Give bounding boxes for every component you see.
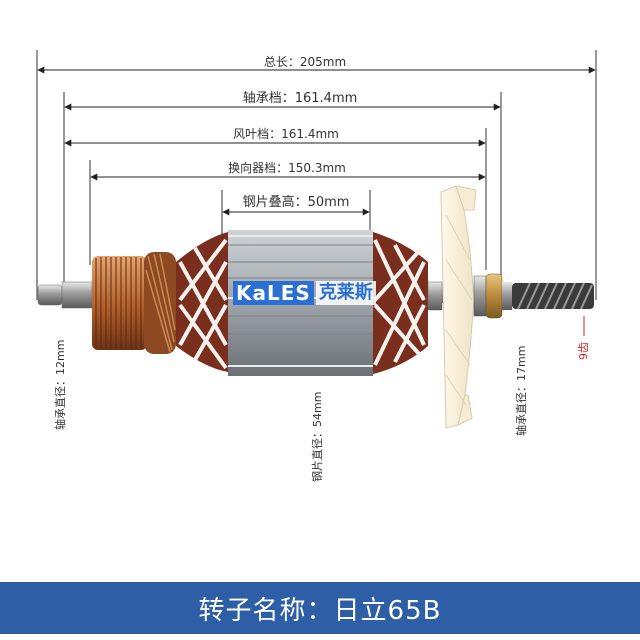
brand-logo: KaLES 克莱斯: [233, 281, 376, 305]
left-windings: [176, 232, 228, 372]
left-bearing-diameter-label: 轴承直径：12mm: [54, 339, 67, 430]
banner-title: 转子名称：日立65B: [198, 595, 442, 626]
title-banner: 转子名称：日立65B: [0, 582, 640, 634]
total-length-label: 总长：205mm: [261, 55, 349, 69]
lamination-stack-label: 钢片叠高：50mm: [240, 195, 352, 210]
pinion-gear: [512, 282, 594, 310]
extension-lines: [36, 50, 597, 300]
bottom-strip: [0, 634, 640, 640]
dimension-lines: [37, 66, 596, 216]
bearing-span-label: 轴承档：161.4mm: [240, 91, 360, 106]
shaft-collar: [427, 281, 443, 311]
commutator-span-label: 换向器档：150.3mm: [226, 161, 348, 175]
right-windings: [373, 232, 428, 374]
cooling-fan: [440, 185, 477, 429]
teeth-count-label: 9齿: [577, 342, 590, 360]
bearing-seat: [473, 273, 512, 319]
right-bearing-diameter-label: 轴承直径：17mm: [515, 345, 528, 436]
brand-latin-text: KaLES: [233, 281, 314, 305]
brand-chinese-text: 克莱斯: [315, 281, 376, 305]
fan-span-label: 风叶档：161.4mm: [231, 127, 341, 141]
commutator: [92, 252, 176, 354]
lamination-diameter-label: 钢片直径：54mm: [311, 391, 324, 482]
